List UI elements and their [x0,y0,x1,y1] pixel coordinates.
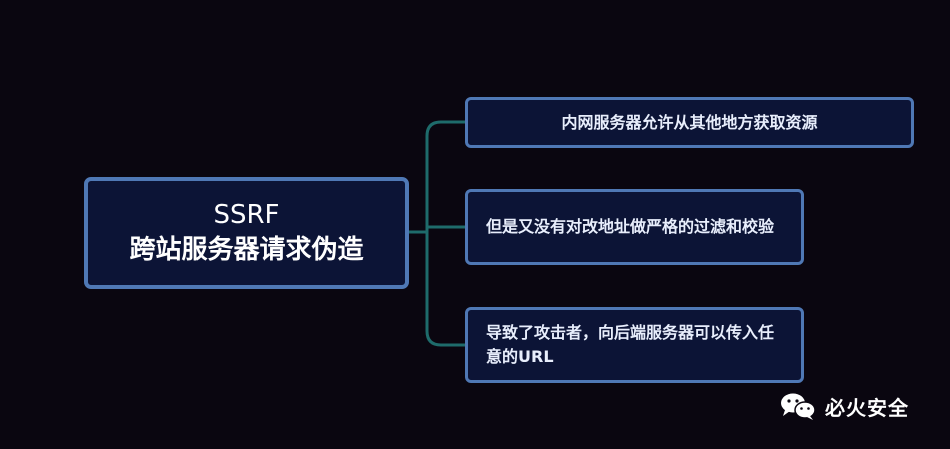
watermark: 必火安全 [779,391,909,421]
child-node-1[interactable]: 内网服务器允许从其他地方获取资源 [465,97,914,148]
child-node-3[interactable]: 导致了攻击者，向后端服务器可以传入任意的URL [465,307,804,383]
child-node-2[interactable]: 但是又没有对改地址做严格的过滤和校验 [465,189,804,265]
watermark-text: 必火安全 [825,395,909,420]
connector-vertical-spine [425,120,465,347]
child-node-2-label: 但是又没有对改地址做严格的过滤和校验 [486,217,775,236]
root-node[interactable]: SSRF 跨站服务器请求伪造 [84,177,409,289]
child-node-1-label: 内网服务器允许从其他地方获取资源 [561,112,818,132]
wechat-icon [781,393,816,420]
child-node-3-label: 导致了攻击者，向后端服务器可以传入任意的URL [486,323,775,366]
root-subtitle: 跨站服务器请求伪造 [129,235,364,265]
root-title: SSRF [213,200,280,230]
